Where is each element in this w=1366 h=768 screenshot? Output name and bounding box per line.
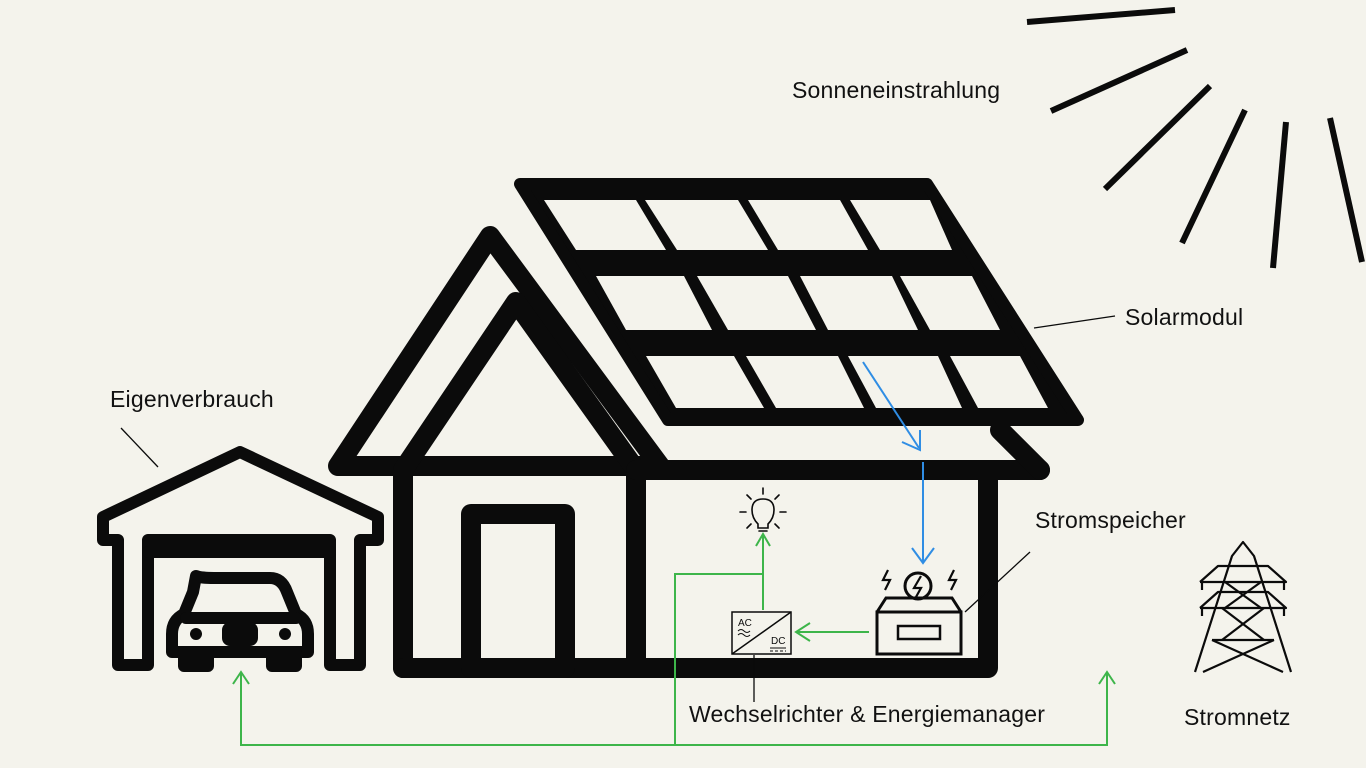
power-pylon-icon (1193, 540, 1293, 674)
house-icon (328, 226, 1050, 678)
car-icon (166, 570, 314, 672)
power-flow-arrows (232, 532, 1116, 746)
inverter-ac-mark: AC (738, 618, 752, 629)
label-sun: Sonneneinstrahlung (792, 77, 1001, 103)
solar-flow-arrows (862, 361, 935, 565)
inverter-icon: AC DC (731, 611, 792, 655)
sun-rays-icon (1026, 7, 1365, 269)
label-grid: Stromnetz (1184, 704, 1291, 730)
label-self-consumption: Eigenverbrauch (110, 386, 274, 412)
battery-storage-icon (875, 569, 963, 656)
leader-lines (120, 315, 1116, 702)
label-storage: Stromspeicher (1035, 507, 1186, 533)
inverter-dc-mark: DC (771, 636, 785, 647)
light-bulb-icon (739, 487, 787, 532)
label-solar-module: Solarmodul (1125, 304, 1244, 330)
label-inverter: Wechselrichter & Energiemanager (689, 701, 1046, 727)
solar-panel-icon (514, 178, 1084, 426)
garage-icon (97, 446, 384, 671)
